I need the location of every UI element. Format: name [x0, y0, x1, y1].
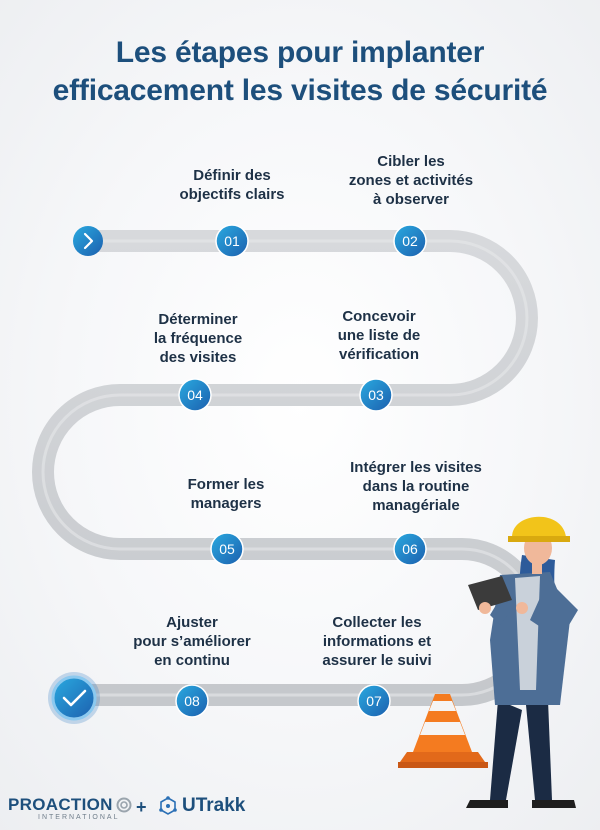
step-07-line-1: Collecter les	[332, 614, 422, 631]
step-number-08: 08	[184, 693, 200, 709]
step-05-line-1: Former les	[187, 476, 265, 493]
step-04-line-2: la fréquence	[153, 330, 243, 347]
step-08-line-2: pour s’améliorer	[133, 633, 251, 650]
step-07-line-2: informations et	[322, 633, 432, 650]
end-marker	[48, 672, 100, 724]
step-marker-03: 03	[359, 378, 393, 412]
step-number-07: 07	[366, 693, 382, 709]
step-01-line-2: objectifs clairs	[179, 186, 285, 203]
step-marker-02: 02	[393, 224, 427, 258]
start-marker	[73, 226, 103, 256]
step-number-01: 01	[224, 233, 240, 249]
traffic-cone-icon	[398, 694, 488, 768]
step-07-line-3: assurer le suivi	[322, 652, 432, 669]
step-number-02: 02	[402, 233, 418, 249]
step-marker-08: 08	[175, 684, 209, 718]
step-label-08: Ajuster pour s’améliorer en continu	[117, 613, 267, 670]
step-marker-04: 04	[178, 378, 212, 412]
step-01-line-1: Définir des	[193, 167, 271, 184]
step-02-line-1: Cibler les	[377, 153, 445, 170]
step-06-line-1: Intégrer les visites	[350, 459, 482, 476]
step-marker-06: 06	[393, 532, 427, 566]
step-number-03: 03	[368, 387, 384, 403]
proaction-subtitle: INTERNATIONAL	[38, 814, 120, 821]
step-06-line-3: managériale	[372, 497, 460, 514]
step-03-line-2: une liste de	[337, 327, 421, 344]
step-label-03: Concevoir une liste de vérification	[304, 307, 454, 364]
checkmark-icon	[62, 689, 87, 707]
step-04-line-1: Déterminer	[158, 311, 238, 328]
safety-worker-illustration	[466, 516, 578, 808]
utrakk-name: UTrakk	[182, 795, 246, 816]
step-label-02: Cibler les zones et activités à observer	[336, 152, 486, 209]
step-05-line-2: managers	[190, 495, 262, 512]
step-number-05: 05	[219, 541, 235, 557]
title-line-2: efficacement les visites de sécurité	[52, 74, 548, 107]
step-label-04: Déterminer la fréquence des visites	[123, 310, 273, 367]
title-line-1: Les étapes pour implanter	[115, 36, 485, 69]
step-marker-01: 01	[215, 224, 249, 258]
step-08-line-3: en continu	[154, 652, 230, 669]
step-number-06: 06	[402, 541, 418, 557]
plus-sign: +	[136, 797, 147, 817]
step-04-line-3: des visites	[159, 349, 237, 366]
proaction-logo: PROACTION INTERNATIONAL	[8, 796, 132, 822]
step-06-line-2: dans la routine	[362, 478, 470, 495]
step-label-06: Intégrer les visites dans la routine man…	[336, 458, 496, 515]
step-03-line-1: Concevoir	[342, 308, 416, 325]
step-marker-05: 05	[210, 532, 244, 566]
step-02-line-2: zones et activités	[348, 172, 474, 189]
step-marker-07: 07	[357, 684, 391, 718]
step-number-04: 04	[187, 387, 203, 403]
step-label-05: Former les managers	[151, 475, 301, 513]
utrakk-logo: UTrakk	[158, 795, 245, 817]
utrakk-network-icon	[159, 796, 177, 815]
step-label-07: Collecter les informations et assurer le…	[302, 613, 452, 670]
chevron-right-icon	[83, 232, 94, 250]
proaction-name: PROACTION	[8, 795, 113, 814]
proaction-swirl-icon	[116, 797, 132, 813]
step-02-line-3: à observer	[373, 191, 449, 208]
step-08-line-1: Ajuster	[166, 614, 218, 631]
step-label-01: Définir des objectifs clairs	[157, 166, 307, 204]
page-title: Les étapes pour implanter efficacement l…	[0, 34, 600, 110]
step-03-line-3: vérification	[338, 346, 420, 363]
